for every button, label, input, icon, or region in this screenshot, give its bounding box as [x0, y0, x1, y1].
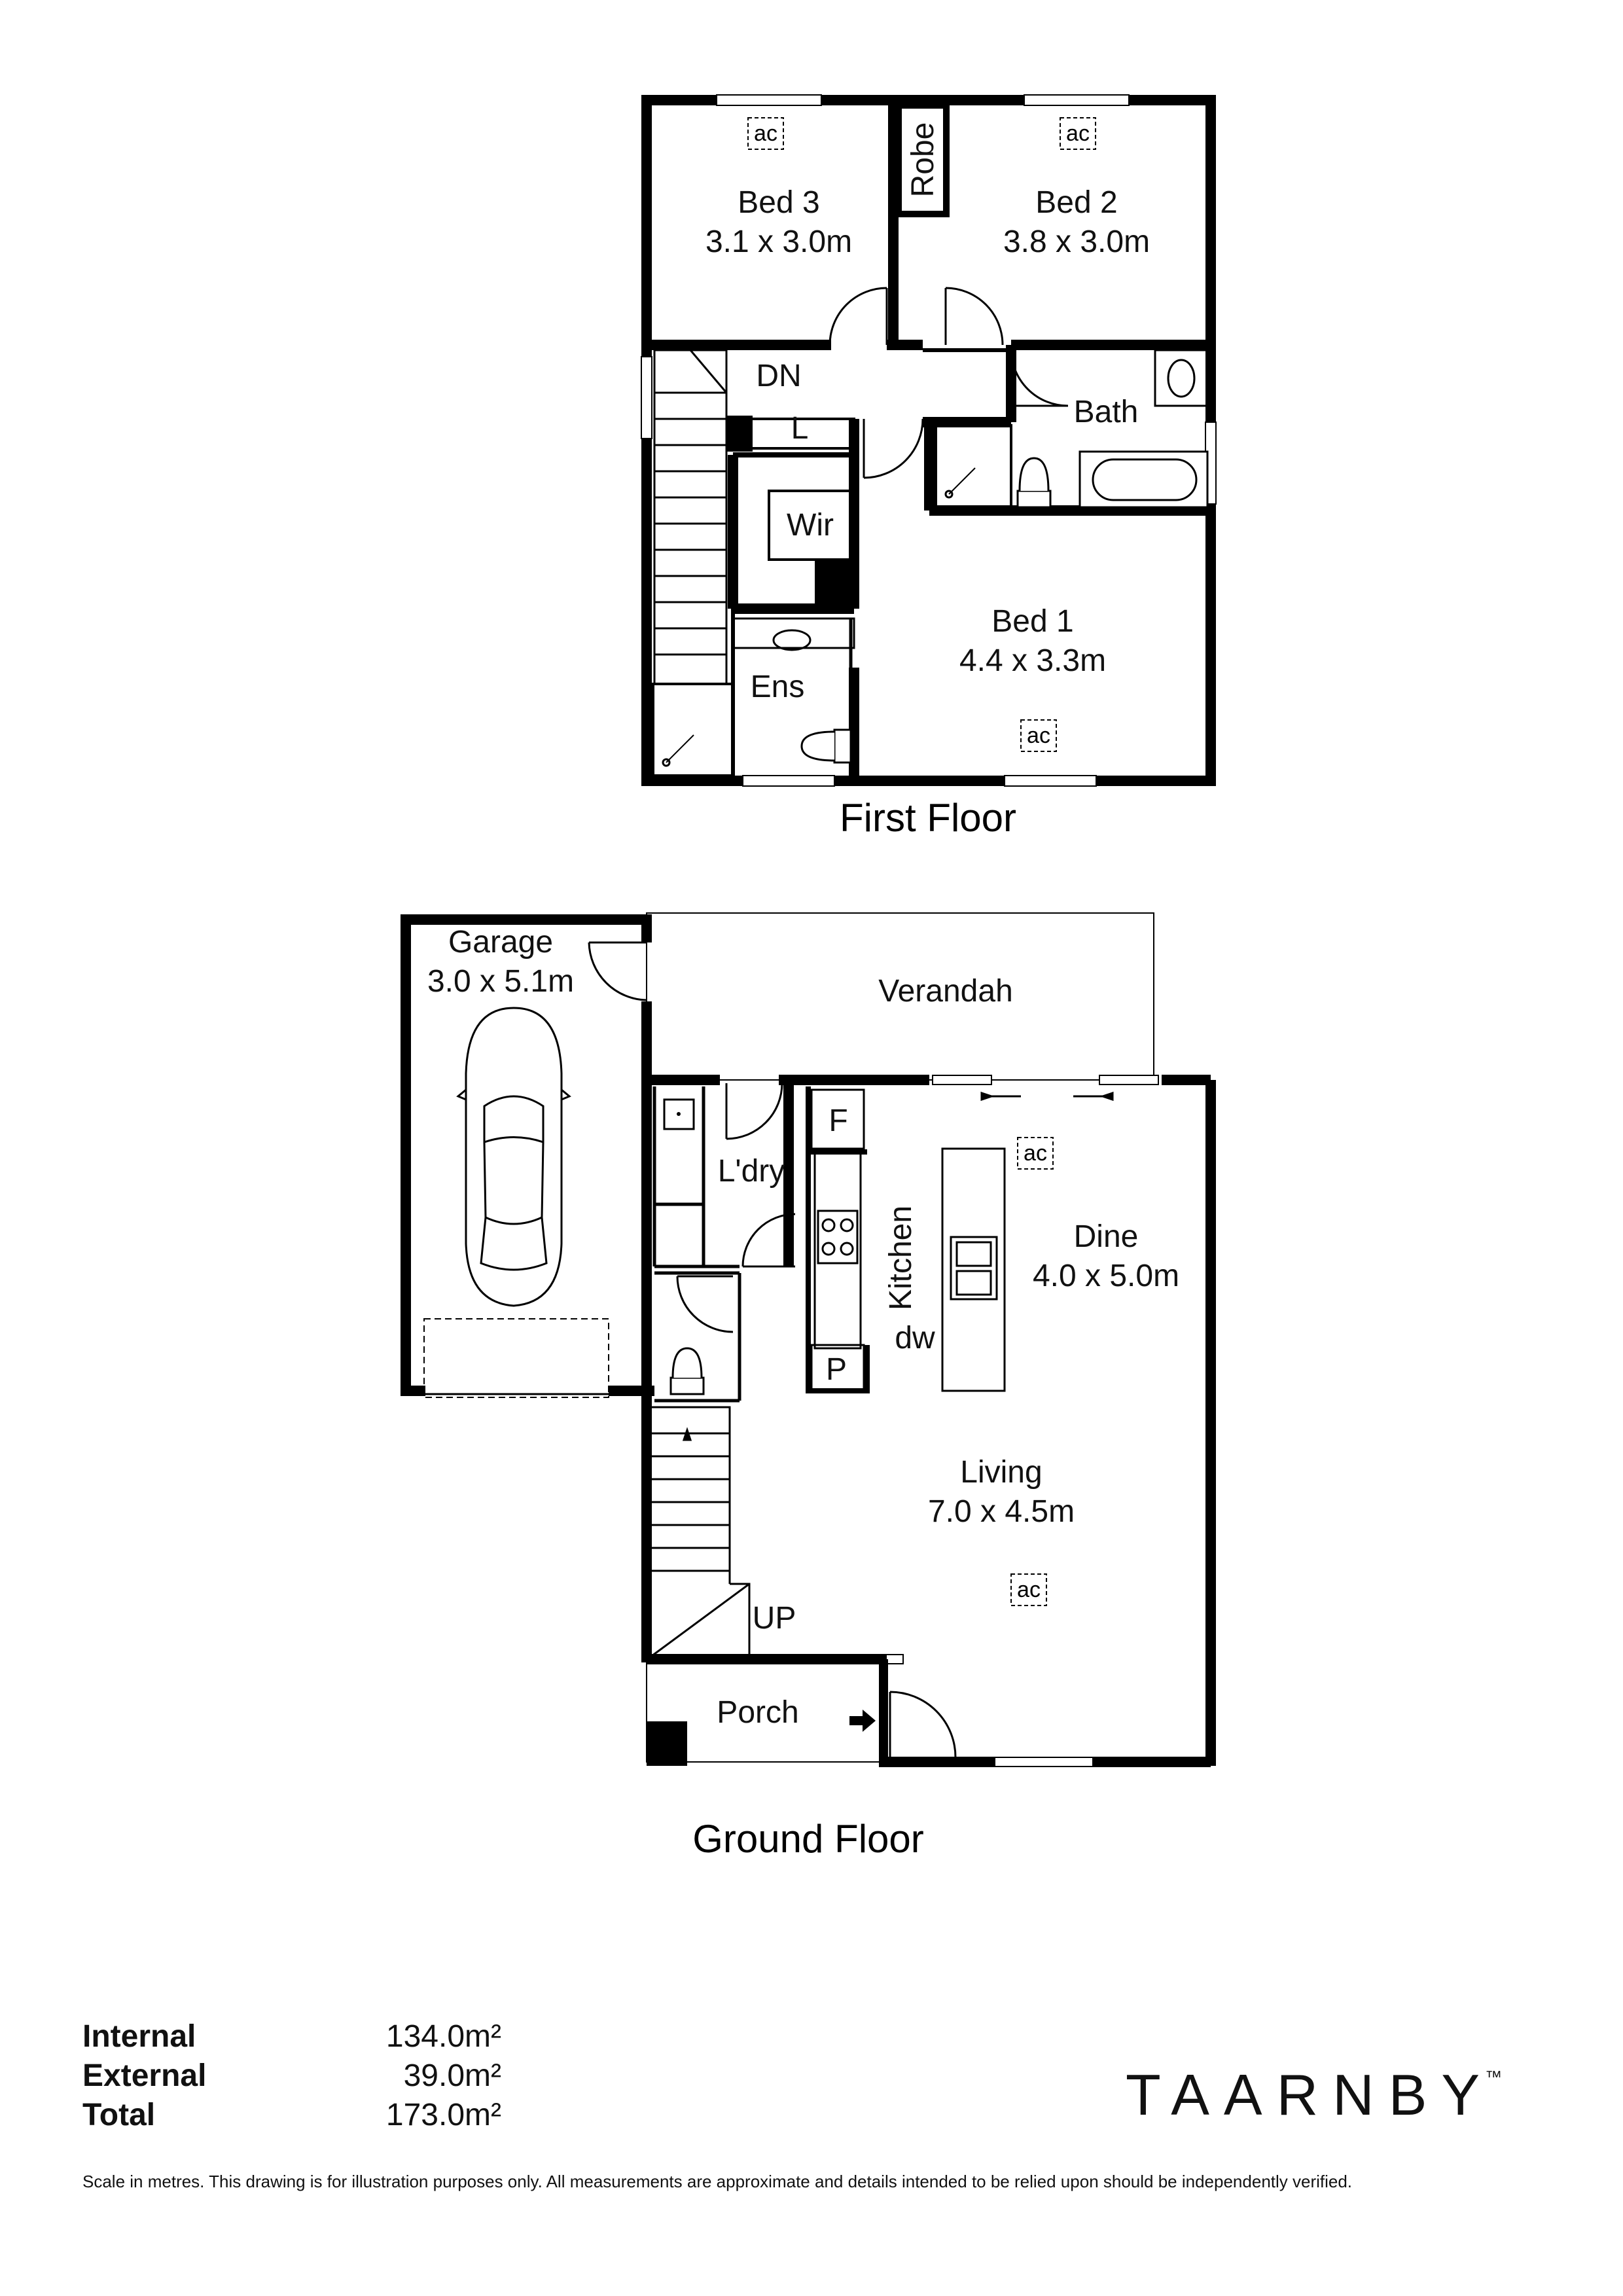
ac-label: ac: [754, 121, 777, 146]
sliding-door-arrows: [980, 1091, 1114, 1102]
robe-closet: [895, 102, 950, 217]
trademark-mark: ™: [1485, 2067, 1503, 2087]
car-icon: [456, 1007, 571, 1307]
porch-column: [647, 1721, 687, 1766]
room-size-bed3: 3.1 x 3.0m: [705, 224, 852, 259]
room-label-dw: dw: [895, 1321, 935, 1355]
wir-column: [815, 560, 851, 605]
room-label-kitchen: Kitchen: [883, 1206, 918, 1310]
garage-door: [423, 1318, 609, 1398]
area-value: 173.0m²: [385, 2098, 501, 2132]
door-swings: [829, 287, 1069, 671]
area-row-total: Total 173.0m²: [82, 2096, 501, 2135]
ac-label: ac: [1066, 121, 1090, 146]
kitchen-bench: [813, 1151, 862, 1350]
ensuite-shower: [652, 683, 734, 777]
fridge-space: [810, 1088, 865, 1150]
room-label-porch: Porch: [717, 1695, 798, 1730]
room-label-verandah: Verandah: [878, 974, 1013, 1009]
room-name-bath: Bath: [1074, 395, 1139, 429]
area-summary: Internal 134.0m² External 39.0m² Total 1…: [82, 2017, 501, 2135]
room-name-garage: Garage: [448, 925, 553, 960]
laundry-tub: [663, 1098, 695, 1130]
room-size-dine: 4.0 x 5.0m: [1033, 1259, 1179, 1293]
room-label-robe: Robe: [906, 122, 940, 198]
area-label: Total: [82, 2098, 156, 2132]
pantry-box: [810, 1344, 865, 1392]
ac-label: ac: [1027, 723, 1050, 748]
disclaimer-text: Scale in metres. This drawing is for ill…: [82, 2172, 1353, 2191]
ground-floor: ac ac Garage 3.0 x 5.1m Verandah L'dry F…: [401, 912, 1216, 1861]
laundry-walls: [652, 1086, 741, 1403]
room-label-fridge: F: [829, 1103, 847, 1138]
room-label-linen: L: [791, 411, 809, 446]
ac-markers-first: [747, 117, 1096, 752]
first-floor: ac ac ac Bed 3 3.1 x 3.0m Bed 2 3.8 x 3.…: [641, 94, 1217, 840]
area-value: 39.0m²: [403, 2058, 501, 2093]
room-label-pantry: P: [826, 1352, 847, 1387]
bathtub-icon: [1079, 450, 1209, 509]
brand-name: TAARNBY: [1126, 2062, 1495, 2127]
room-name-bed1: Bed 1: [991, 604, 1073, 639]
room-size-bed1: 4.4 x 3.3m: [959, 643, 1106, 678]
laundry-doors: [676, 1083, 796, 1333]
area-value: 134.0m²: [385, 2019, 501, 2054]
ac-label: ac: [1017, 1577, 1041, 1602]
room-label-up: UP: [753, 1601, 796, 1636]
room-name-living: Living: [960, 1455, 1042, 1490]
room-label-wir: Wir: [787, 508, 834, 543]
room-size-garage: 3.0 x 5.1m: [427, 964, 574, 999]
wc-toilet-icon: [669, 1347, 705, 1395]
area-label: External: [82, 2058, 207, 2093]
first-floor-title: First Floor: [840, 796, 1016, 840]
ac-label: ac: [1024, 1141, 1047, 1166]
room-size-living: 7.0 x 4.5m: [928, 1494, 1075, 1529]
room-name-bed3: Bed 3: [738, 185, 819, 220]
ground-floor-title: Ground Floor: [692, 1817, 924, 1861]
room-size-bed2: 3.8 x 3.0m: [1003, 224, 1150, 259]
room-label-laundry: L'dry: [718, 1154, 785, 1189]
room-name-dine: Dine: [1074, 1219, 1139, 1254]
bath-toilet-icon: [1016, 457, 1052, 509]
area-row-external: External 39.0m²: [82, 2056, 501, 2096]
ac-markers-ground: [1010, 1137, 1054, 1606]
windows: [641, 94, 1217, 787]
ground-floor-stairs: [651, 1406, 751, 1657]
brand-logo: TAARNBY™: [1126, 2062, 1502, 2128]
cooktop-icon: [817, 1210, 859, 1265]
bath-shower: [935, 424, 1012, 509]
area-row-internal: Internal 134.0m²: [82, 2017, 501, 2056]
first-floor-stairs: [653, 349, 728, 685]
linen-column: [726, 416, 753, 452]
kitchen-island: [941, 1147, 1006, 1392]
sink-icon: [950, 1236, 998, 1300]
room-label-dn: DN: [756, 359, 801, 393]
ensuite-toilet-icon: [800, 728, 852, 764]
room-name-bed2: Bed 2: [1035, 185, 1117, 220]
area-label: Internal: [82, 2019, 196, 2054]
room-label-ens: Ens: [751, 670, 805, 704]
entry-door: [889, 1691, 957, 1758]
entry-arrow-icon: [849, 1710, 876, 1732]
